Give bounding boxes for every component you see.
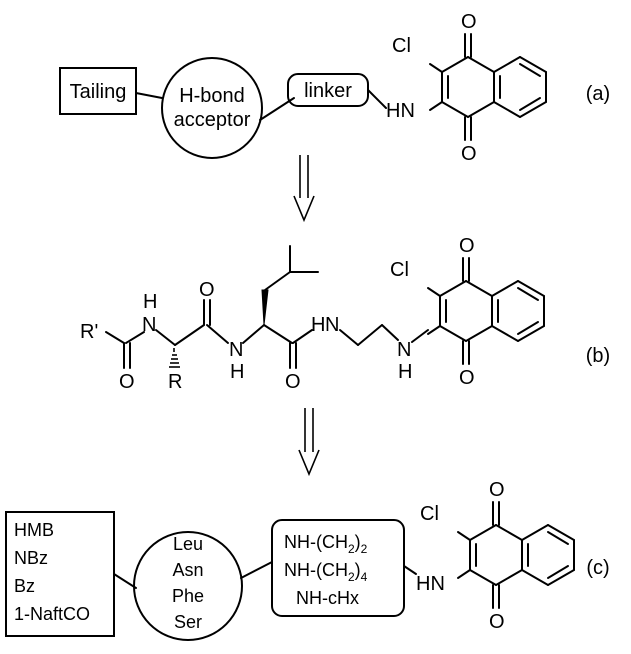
n-label-b3: N [325, 314, 339, 336]
n-label-b2: N [229, 339, 243, 361]
o-top-label-a: O [461, 11, 477, 33]
amino-acid-1: Leu [173, 534, 203, 554]
retro-arrow-2 [298, 408, 320, 477]
o-bottom-label-a: O [461, 143, 477, 165]
hbond-label-line2: acceptor [174, 109, 251, 131]
hbond-acceptor-circle [161, 57, 263, 159]
n-label-b1: N [142, 314, 156, 336]
panel-a-label: (a) [586, 83, 610, 105]
o-label-b2: O [199, 279, 215, 301]
linker-option-1: NH-(CH2)2 [284, 532, 368, 556]
linker-label: linker [304, 80, 352, 102]
tailing-option-4: 1-NaftCO [14, 604, 90, 624]
panel-b: R' O H N R O N H O [80, 245, 610, 393]
h-label-b4: H [398, 361, 412, 383]
linker-options-box [271, 519, 405, 617]
hn-label-a: HN [386, 100, 415, 122]
n-label-b4: N [397, 339, 411, 361]
tailing-option-1: HMB [14, 520, 54, 540]
h-label-b2: H [230, 361, 244, 383]
amino-acid-3: Phe [172, 586, 204, 606]
cl-label-c: Cl [420, 503, 439, 525]
panel-a: Tailing H-bond acceptor linker HN (a) [59, 57, 610, 159]
hn-label-b3: H [311, 314, 325, 336]
panel-c: HMB NBz Bz 1-NaftCO Leu Asn Phe Ser NH-(… [5, 511, 610, 641]
r-prime-label: R' [80, 321, 98, 343]
amino-acid-4: Ser [174, 612, 202, 632]
cl-label-a: Cl [392, 35, 411, 57]
hbond-linker-bond [259, 97, 295, 121]
panel-b-label: (b) [586, 345, 610, 367]
o-bottom-label-c: O [489, 611, 505, 633]
naphthoquinone-a: Cl O O [392, 11, 547, 165]
tailing-box [59, 67, 137, 115]
tailing-label: Tailing [70, 81, 127, 103]
cl-label-b: Cl [390, 259, 409, 281]
o-label-b1: O [119, 371, 135, 393]
amino-acid-2: Asn [172, 560, 203, 580]
panel-c-label: (c) [586, 557, 609, 579]
o-top-label-b: O [459, 235, 475, 257]
o-bottom-label-b: O [459, 367, 475, 389]
o-label-b3: O [285, 371, 301, 393]
tailing-option-2: NBz [14, 548, 48, 568]
h-label-b1: H [143, 291, 157, 313]
o-top-label-c: O [489, 479, 505, 501]
hn-label-c: HN [416, 573, 445, 595]
r-label: R [168, 371, 182, 393]
hbond-label-line1: H-bond [179, 85, 245, 107]
retro-arrow-1 [293, 155, 315, 223]
naphthoquinone-c: Cl O O [420, 479, 575, 633]
linker-hn-bond [367, 89, 387, 109]
tailing-bond [135, 92, 163, 99]
naphthoquinone-b: Cl O O [390, 235, 545, 389]
amino-acid-circle [133, 531, 243, 641]
linker-option-3: NH-cHx [296, 588, 359, 608]
linker-option-2: NH-(CH2)4 [284, 560, 368, 584]
tailing-option-3: Bz [14, 576, 35, 596]
